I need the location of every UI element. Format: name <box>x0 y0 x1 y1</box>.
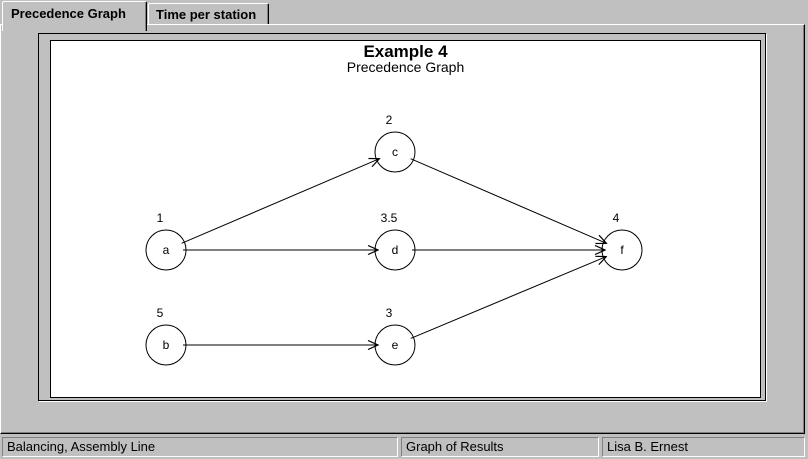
status-panel-topic: Balancing, Assembly Line <box>2 437 398 457</box>
node-time-c: 2 <box>386 113 393 127</box>
edge-c-f <box>410 158 607 244</box>
tab-time-per-station[interactable]: Time per station <box>148 3 269 28</box>
node-letter-c: c <box>392 145 398 159</box>
graph-canvas: Example 4 Precedence Graph a 1 b 5 c 2 d 3.5 e 3 f… <box>50 40 761 398</box>
tab-precedence-graph-label: Precedence Graph <box>11 6 126 21</box>
node-letter-f: f <box>620 243 624 257</box>
tab-time-per-station-label: Time per station <box>156 7 257 22</box>
status-panel-view: Graph of Results <box>401 437 599 457</box>
graph-subtitle: Precedence Graph <box>346 59 465 75</box>
node-circle-c <box>374 131 416 173</box>
edge-a-c <box>181 159 380 244</box>
node-letter-a: a <box>163 243 170 257</box>
node-time-a: 1 <box>157 211 164 225</box>
node-time-b: 5 <box>157 306 164 320</box>
node-time-d: 3.5 <box>381 211 398 225</box>
status-panel-author: Lisa B. Ernest <box>602 437 805 457</box>
node-letter-b: b <box>163 338 170 352</box>
edge-e-f <box>410 257 607 339</box>
node-letter-e: e <box>392 338 399 352</box>
graph-title: Example 4 <box>363 42 448 61</box>
graph-frame: Example 4 Precedence Graph a 1 b 5 c 2 d 3.5 e 3 f… <box>38 33 766 401</box>
precedence-graph-svg: a 1 b 5 c 2 d 3.5 e 3 f 4 <box>145 113 643 366</box>
node-letter-d: d <box>392 243 399 257</box>
node-time-f: 4 <box>613 211 620 225</box>
tab-precedence-graph[interactable]: Precedence Graph <box>2 1 147 31</box>
node-time-e: 3 <box>386 306 393 320</box>
